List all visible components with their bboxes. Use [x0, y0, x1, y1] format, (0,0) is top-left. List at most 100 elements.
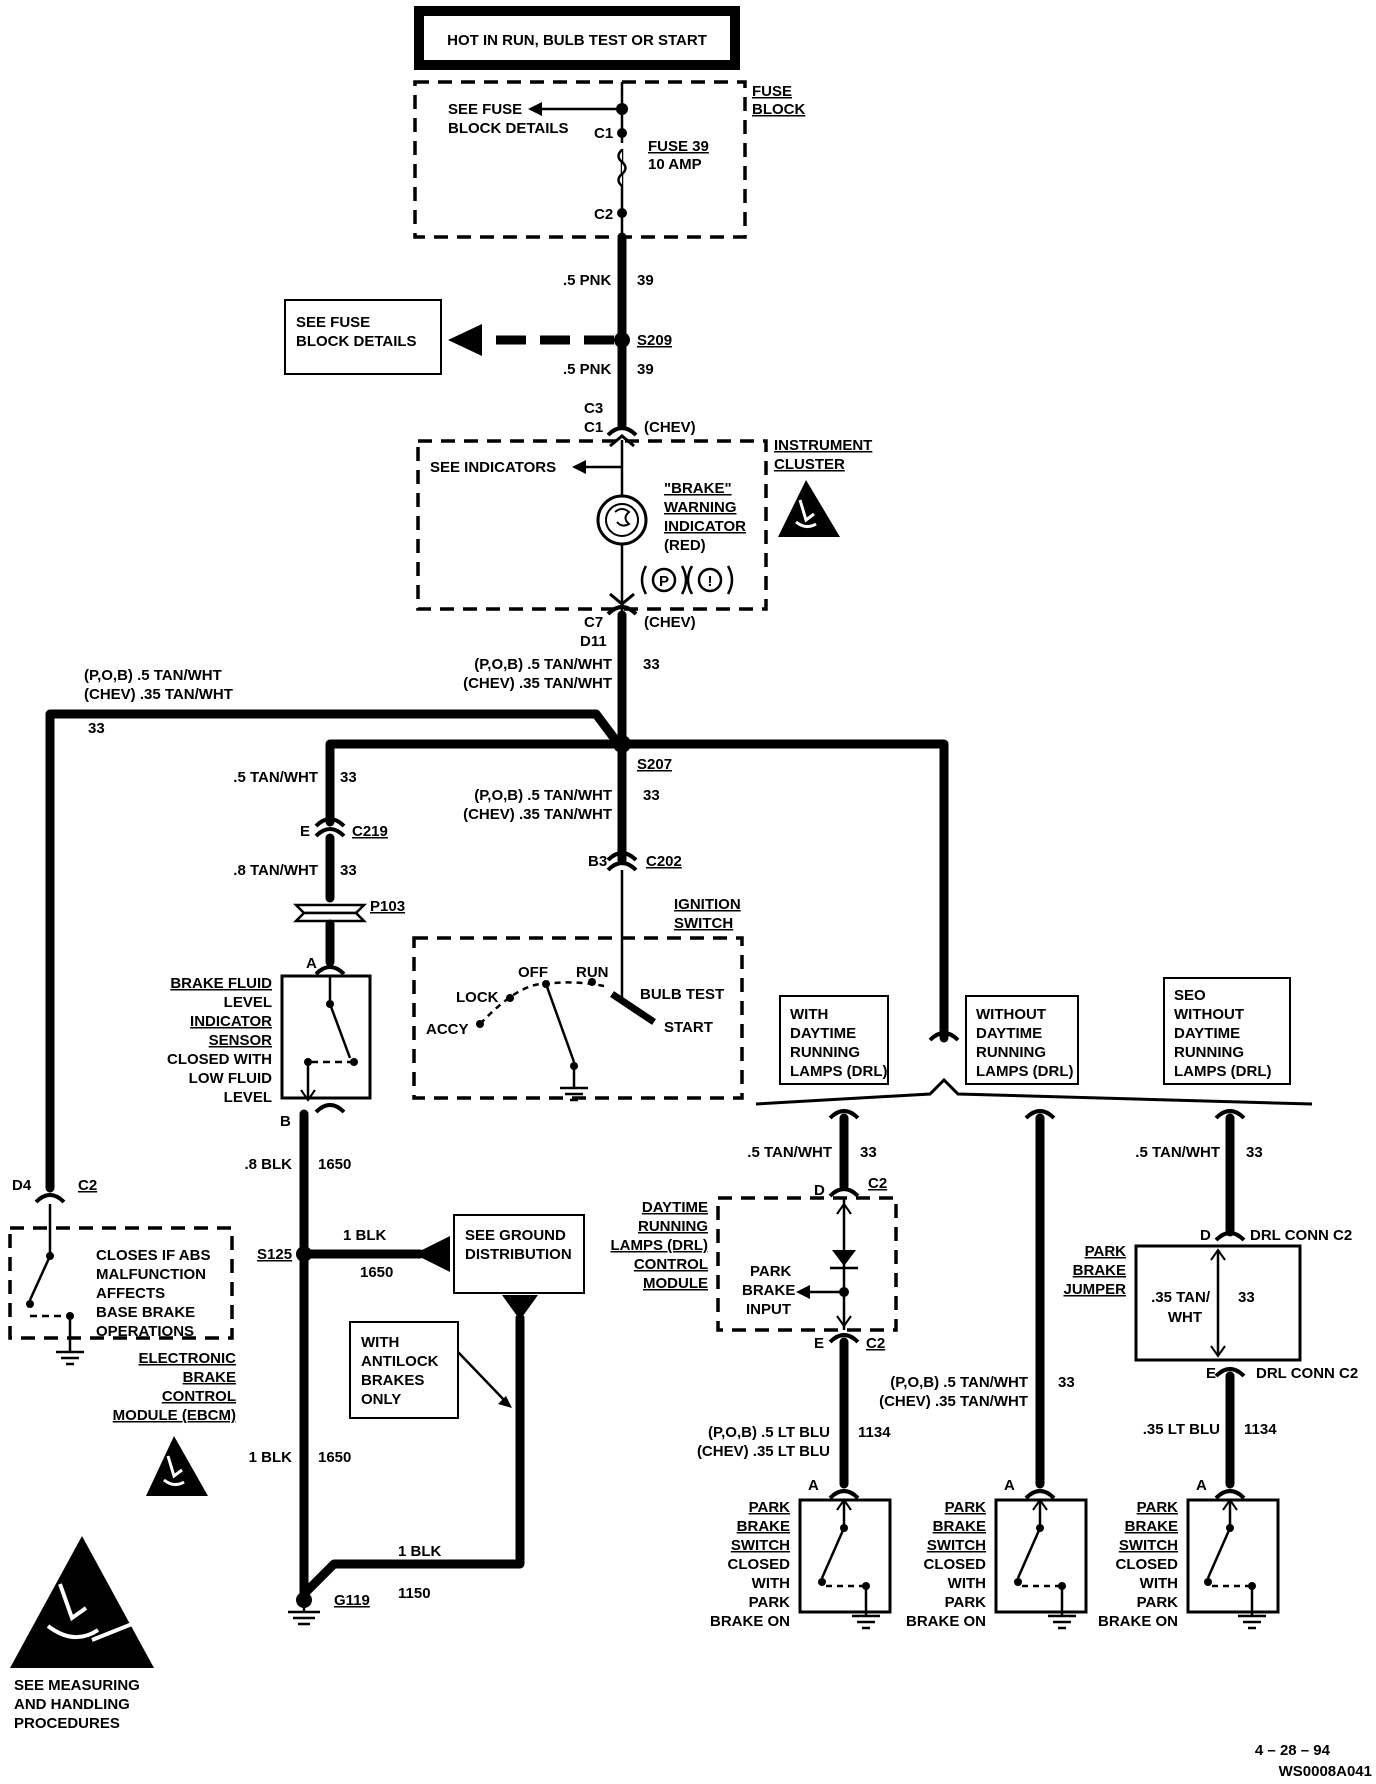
- connector-icon: [606, 605, 638, 616]
- option-drl-box: [779, 995, 889, 1085]
- see-ground-text: SEE GROUND: [465, 1227, 566, 1244]
- nodrl-gauge-pob: (P,O,B) .5 TAN/WHT: [890, 1374, 1028, 1391]
- see-fuse-box: [284, 299, 442, 375]
- jumper-circuit: 33: [1238, 1289, 1255, 1306]
- option-seo-box: [1163, 977, 1291, 1085]
- ebcm-wire-circuit: 33: [88, 720, 105, 737]
- cluster-title: INSTRUMENT: [774, 437, 872, 454]
- see-fuse-text-2: BLOCK DETAILS: [448, 120, 569, 137]
- nodrl-switch-pin-a: A: [1004, 1477, 1015, 1494]
- drl-input-2: BRAKE: [742, 1282, 795, 1299]
- park-brake-switch-box: [798, 1498, 892, 1614]
- park-switch-icon: [1204, 1498, 1266, 1630]
- c219-label: C219: [352, 823, 388, 840]
- seo-conn-bot: DRL CONN C2: [1256, 1365, 1358, 1382]
- ign-gauge-pob: (P,O,B) .5 TAN/WHT: [474, 787, 612, 804]
- sensor-desc-3: LEVEL: [224, 1089, 272, 1106]
- p103-label: P103: [370, 898, 405, 915]
- ebcm-note-2: MALFUNCTION: [96, 1266, 206, 1283]
- park-switch-icon: [1014, 1498, 1076, 1630]
- abs-note-box: [349, 1321, 459, 1419]
- cluster-c7: C7: [584, 614, 603, 631]
- symbol-p: P: [659, 573, 669, 590]
- connector-icon: [314, 817, 346, 828]
- ps1-l3: SWITCH: [731, 1537, 790, 1554]
- pnk-gauge-b: .5 PNK: [563, 361, 612, 378]
- esd-warning-icon: [146, 1436, 208, 1496]
- drl-input-1: PARK: [750, 1263, 792, 1280]
- arrow-left-icon: [796, 1285, 810, 1299]
- drl-module-5: MODULE: [643, 1275, 708, 1292]
- tan-wire-options: [625, 739, 949, 1043]
- see-indicators-text: SEE INDICATORS: [430, 459, 556, 476]
- sensor-title-1: BRAKE FLUID: [170, 975, 272, 992]
- connector-icon: [606, 426, 638, 437]
- option-nodrl-box: [965, 995, 1079, 1085]
- ebcm-pin-d4: D4: [12, 1177, 32, 1194]
- connector-icon: [34, 1193, 66, 1204]
- ebcm-outline: [8, 1226, 234, 1340]
- fuse-block-title-2: BLOCK: [752, 101, 805, 118]
- ebcm-switch-icon: [26, 1204, 84, 1366]
- ps1-l6: PARK: [749, 1594, 791, 1611]
- s207-gauge-chev: (CHEV) .35 TAN/WHT: [463, 675, 612, 692]
- sensor-title-2: LEVEL: [224, 994, 272, 1011]
- ground-gauge-a: .8 BLK: [244, 1156, 292, 1173]
- ebcm-title-3: CONTROL: [162, 1388, 236, 1405]
- ground-circuit-c: 1650: [318, 1449, 351, 1466]
- esd-large-warning-icon: [10, 1536, 154, 1668]
- ground-circuit-d: 1150: [398, 1585, 431, 1602]
- arrow-icon: [498, 1396, 512, 1408]
- diode-icon: [830, 1250, 858, 1270]
- drl-c2-top: C2: [868, 1175, 887, 1192]
- footer-date: 4 – 28 – 94: [1255, 1742, 1331, 1759]
- ign-off: OFF: [518, 964, 548, 981]
- connector-icon: [1214, 1489, 1246, 1500]
- jumper-title-1: PARK: [1085, 1243, 1127, 1260]
- esd-text-2: AND HANDLING: [14, 1696, 130, 1713]
- seo-gauge-b: .35 LT BLU: [1143, 1421, 1220, 1438]
- footer-code: WS0008A041: [1279, 1763, 1372, 1780]
- drl-module-2: RUNNING: [638, 1218, 708, 1235]
- ps3-l4: CLOSED: [1115, 1556, 1178, 1573]
- sensor-pin-a: A: [306, 955, 317, 972]
- opt-nodrl-2: DAYTIME: [976, 1025, 1042, 1042]
- parking-brake-symbol-icon: P: [640, 565, 688, 595]
- see-fuse-box-text-2: BLOCK DETAILS: [296, 333, 417, 350]
- tan-wire-ebcm: [45, 709, 619, 1193]
- connector-icon: [1024, 1489, 1056, 1500]
- opt-seo-5: LAMPS (DRL): [1174, 1063, 1272, 1080]
- ps1-l1: PARK: [749, 1499, 791, 1516]
- fuse-rating: 10 AMP: [648, 156, 702, 173]
- connector-icon: [1024, 1109, 1056, 1120]
- ebcm-title-4: MODULE (EBCM): [113, 1407, 236, 1424]
- pnk-circuit-a: 39: [637, 272, 654, 289]
- pnk-gauge-a: .5 PNK: [563, 272, 612, 289]
- ps3-l5: WITH: [1140, 1575, 1178, 1592]
- drl-c2-bot: C2: [866, 1335, 885, 1352]
- opt-drl-3: RUNNING: [790, 1044, 860, 1061]
- ground-symbol-icon: [288, 1600, 320, 1626]
- ps3-l2: BRAKE: [1125, 1518, 1178, 1535]
- cluster-c1: C1: [584, 419, 603, 436]
- indicator-label: "BRAKE": [664, 480, 732, 497]
- ps1-l4: CLOSED: [727, 1556, 790, 1573]
- sensor-title-3: INDICATOR: [190, 1013, 272, 1030]
- option-brace: [755, 1077, 1313, 1106]
- ebcm-note-5: OPERATIONS: [96, 1323, 194, 1340]
- opt-seo-1: SEO: [1174, 987, 1206, 1004]
- opt-seo-3: DAYTIME: [1174, 1025, 1240, 1042]
- ignition-outline: [412, 936, 744, 1100]
- ps2-l3: SWITCH: [927, 1537, 986, 1554]
- s207-label: S207: [637, 756, 672, 773]
- drl-module-outline: [716, 1196, 898, 1332]
- ebcm-c2: C2: [78, 1177, 97, 1194]
- ps3-l1: PARK: [1137, 1499, 1179, 1516]
- s207-gauge-pob: (P,O,B) .5 TAN/WHT: [474, 656, 612, 673]
- connector-icon: [828, 1187, 860, 1198]
- s209-label: S209: [637, 332, 672, 349]
- sensor-title-4: SENSOR: [209, 1032, 273, 1049]
- arrow-left-icon: [448, 324, 482, 356]
- fuse-c2: C2: [594, 206, 613, 223]
